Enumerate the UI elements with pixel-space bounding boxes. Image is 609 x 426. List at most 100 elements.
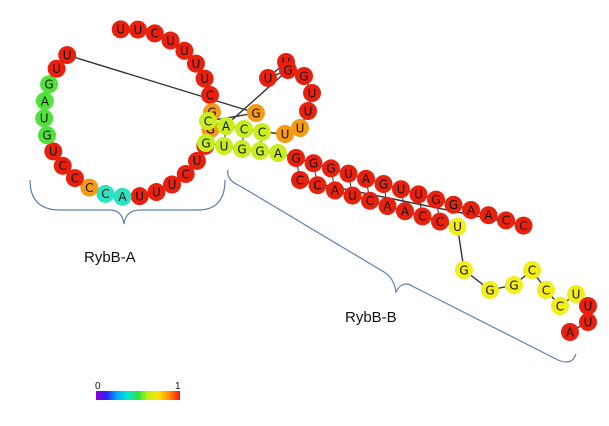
nucleotide-base: U xyxy=(168,178,177,192)
nucleotide-circle xyxy=(130,187,149,206)
nucleotide-circle xyxy=(326,181,344,200)
nucleotide-base: U xyxy=(414,188,423,202)
nucleotide-circle xyxy=(322,159,340,178)
nucleotide: C xyxy=(431,212,449,231)
nucleotide-circle xyxy=(409,185,428,204)
nucleotide-base: U xyxy=(304,104,313,118)
nucleotide-base: G xyxy=(431,193,440,207)
nucleotide: G xyxy=(455,261,473,279)
nucleotide-base: C xyxy=(366,194,374,208)
nucleotide: U xyxy=(291,119,309,137)
nucleotide-base: U xyxy=(572,287,581,301)
nucleotides: UUCUUUUCGGUUCUUUACCCCUGUAGUUGCACCUUUUGUU… xyxy=(35,20,597,341)
nucleotide: C xyxy=(551,297,569,315)
nucleotide-base: U xyxy=(281,127,290,141)
nucleotide-circle xyxy=(215,137,233,155)
nucleotide-base: U xyxy=(134,23,143,37)
nucleotide-base: A xyxy=(362,172,371,186)
nucleotide: U xyxy=(579,297,597,315)
nucleotide-base: C xyxy=(528,263,536,277)
nucleotide-circle xyxy=(343,186,362,205)
nucleotide-base: U xyxy=(63,48,72,62)
nucleotide: U xyxy=(567,285,585,303)
nucleotide-circle xyxy=(304,154,323,173)
nucleotide-base: G xyxy=(326,162,335,176)
nucleotide: U xyxy=(259,69,277,87)
nucleotide-base: C xyxy=(519,219,527,233)
nucleotide: U xyxy=(47,59,66,78)
nucleotide-circle xyxy=(291,119,309,137)
nucleotide-circle xyxy=(481,281,499,299)
nucleotide-base: U xyxy=(397,183,406,197)
nucleotide-circle xyxy=(35,92,54,111)
rybb-a-label: RybB-A xyxy=(84,249,136,266)
nucleotide: C xyxy=(80,178,99,197)
nucleotide-base: C xyxy=(556,299,564,313)
nucleotide-circle xyxy=(497,211,515,230)
nucleotide-base: A xyxy=(467,203,476,217)
nucleotide-circle xyxy=(186,54,205,73)
nucleotide: C xyxy=(523,261,541,279)
nucleotide-base: G xyxy=(509,278,518,292)
nucleotide: C xyxy=(176,165,195,184)
nucleotide-base: A xyxy=(41,94,50,108)
nucleotide-circle xyxy=(44,142,63,161)
nucleotide: G xyxy=(481,281,499,299)
nucleotide-circle xyxy=(201,85,220,104)
nucleotide: A xyxy=(357,169,375,188)
nucleotide: A xyxy=(35,92,54,111)
nucleotide-base: G xyxy=(283,63,292,77)
nucleotide: U xyxy=(448,217,467,236)
nucleotide: C xyxy=(413,207,432,226)
nucleotide-circle xyxy=(235,120,253,138)
colorbar-min-label: 0 xyxy=(95,381,101,392)
nucleotide-circle xyxy=(53,156,72,175)
nucleotide-circle xyxy=(537,281,555,299)
nucleotide: A xyxy=(113,187,132,206)
nucleotide: C xyxy=(253,123,271,141)
nucleotide: C xyxy=(514,216,533,235)
nucleotide-circle xyxy=(279,61,297,79)
nucleotide: C xyxy=(199,112,217,130)
nucleotide-circle xyxy=(413,207,432,226)
nucleotide-circle xyxy=(561,323,579,341)
nucleotide-circle xyxy=(579,313,597,331)
nucleotide-base: G xyxy=(459,263,468,277)
nucleotide-base: U xyxy=(200,72,209,86)
nucleotide: A xyxy=(396,202,414,221)
nucleotide: C xyxy=(201,85,220,104)
nucleotide-base: A xyxy=(383,199,392,213)
nucleotide-base: U xyxy=(453,220,462,234)
nucleotide: U xyxy=(409,185,428,204)
nucleotide-circle xyxy=(58,46,77,65)
nucleotide: U xyxy=(186,54,205,73)
nucleotide-base: C xyxy=(418,210,426,224)
nucleotide-base: G xyxy=(379,177,388,191)
nucleotide-base: G xyxy=(309,157,318,171)
nucleotide-base: U xyxy=(193,154,202,168)
nucleotide-base: A xyxy=(274,146,283,160)
nucleotide-circle xyxy=(357,169,375,188)
nucleotide: U xyxy=(187,151,206,170)
nucleotide-circle xyxy=(128,20,147,39)
nucleotide-circle xyxy=(299,102,317,120)
nucleotide-circle xyxy=(251,142,269,160)
nucleotide-circle xyxy=(197,134,215,152)
nucleotide-circle xyxy=(233,140,251,158)
nucleotide-base: G xyxy=(299,69,308,83)
nucleotide: U xyxy=(147,183,166,202)
nucleotide-circle xyxy=(269,144,287,162)
nucleotide-base: U xyxy=(49,145,58,159)
nucleotide-base: U xyxy=(220,139,229,153)
nucleotide-circle xyxy=(291,171,309,189)
nucleotide-base: G xyxy=(42,129,51,143)
nucleotide-circle xyxy=(579,297,597,315)
nucleotide: U xyxy=(392,180,410,199)
nucleotide: A xyxy=(326,181,344,200)
nucleotide: A xyxy=(217,117,235,135)
nucleotide: U xyxy=(111,20,130,39)
nucleotide-base: A xyxy=(566,325,575,339)
nucleotide: C xyxy=(537,281,555,299)
rybb-a-bracket xyxy=(29,179,226,225)
